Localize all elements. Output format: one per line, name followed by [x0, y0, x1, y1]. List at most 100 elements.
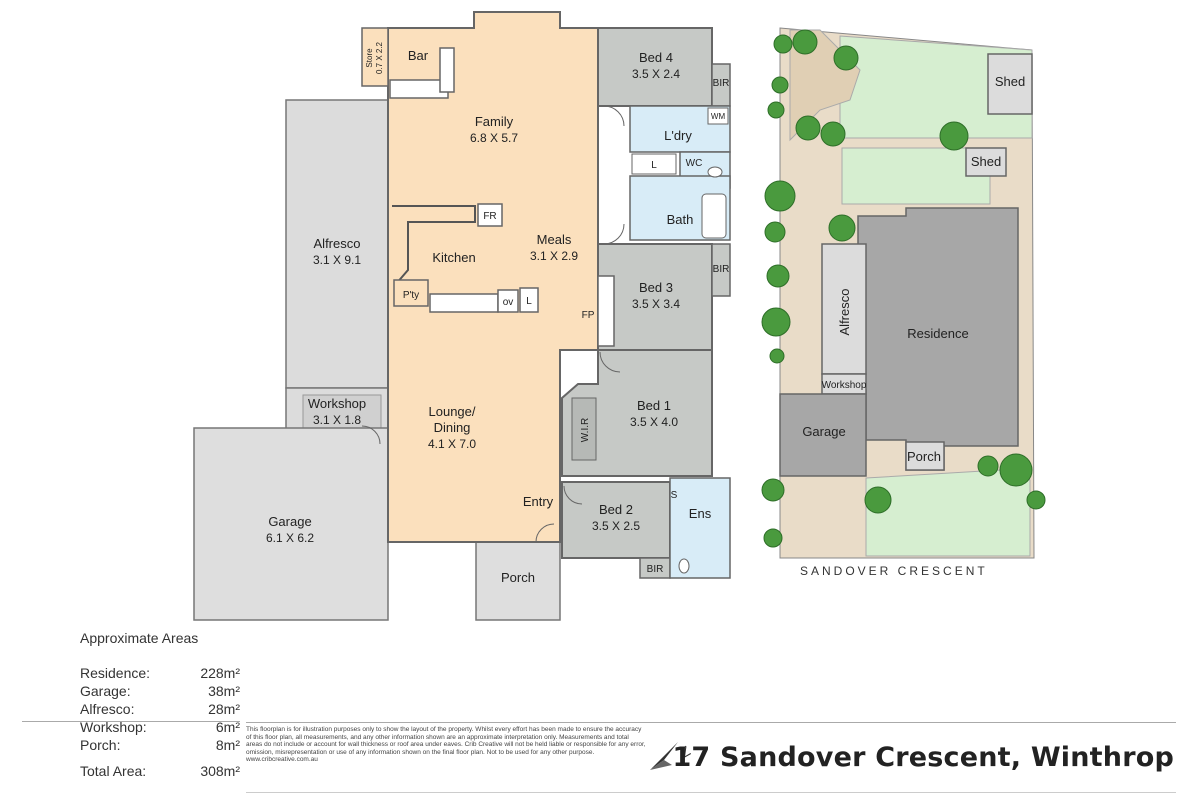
- oven-label: ov: [503, 297, 514, 308]
- site-lawn-back: [839, 35, 1033, 139]
- oven-box: [497, 289, 519, 313]
- site-workshop-label: Workshop: [822, 380, 867, 391]
- approximate-areas: Approximate Areas Residence:228m² Garage…: [80, 630, 240, 780]
- bar-side: [439, 47, 455, 93]
- bir3-label: BIR: [713, 264, 730, 275]
- bed1-label: Bed 1: [637, 398, 671, 413]
- bir3-area: [711, 243, 731, 297]
- garage-label: Garage: [268, 514, 311, 529]
- divider: [246, 722, 1176, 723]
- site-alfresco: [821, 243, 867, 375]
- store-label: Store: [365, 48, 374, 68]
- alfresco-label: Alfresco: [314, 236, 361, 251]
- areas-title: Approximate Areas: [80, 630, 199, 646]
- bath-label: Bath: [667, 212, 694, 227]
- fridge-label: FR: [483, 211, 496, 222]
- store-area: [361, 27, 389, 87]
- site-residence-label: Residence: [907, 326, 968, 341]
- alfresco-dim: 3.1 X 9.1: [313, 253, 361, 267]
- disclaimer-body: This floorplan is for illustration purpo…: [246, 726, 646, 756]
- laundry-l-label: L: [651, 160, 657, 171]
- area-row: Alfresco:28m²: [80, 701, 240, 717]
- toilet-2: [678, 558, 690, 574]
- door-swing: [361, 425, 381, 445]
- fireplace-label: FP: [582, 310, 595, 321]
- workshop-label: Workshop: [308, 396, 366, 411]
- door-swing: [603, 223, 625, 245]
- disclaimer-text: This floorplan is for illustration purpo…: [246, 726, 646, 764]
- site-shed-2: [965, 147, 1007, 177]
- garage-dim: 6.1 X 6.2: [266, 531, 314, 545]
- area-row: Workshop:6m²: [80, 719, 240, 735]
- site-shed1-label: Shed: [995, 74, 1025, 89]
- property-address: 17 Sandover Crescent, Winthrop: [672, 742, 1174, 773]
- kitchen-label: Kitchen: [432, 250, 475, 265]
- wm-box: [707, 107, 729, 125]
- wir-area: [571, 397, 597, 461]
- shower-label: S: [671, 490, 678, 501]
- bathtub: [701, 193, 727, 239]
- meals-label: Meals: [537, 232, 572, 247]
- bed4-dim: 3.5 X 2.4: [632, 67, 680, 81]
- family-label: Family: [475, 114, 514, 129]
- site-porch-label: Porch: [907, 449, 941, 464]
- area-row: Garage:38m²: [80, 683, 240, 699]
- meals-dim: 3.1 X 2.9: [530, 249, 578, 263]
- family-dim: 6.8 X 5.7: [470, 131, 518, 145]
- bed3-label: Bed 3: [639, 280, 673, 295]
- pantry-box: [393, 279, 429, 307]
- bir4-label: BIR: [713, 78, 730, 89]
- site-garage: [779, 393, 867, 477]
- bed3-area: [597, 243, 713, 351]
- dining-label: Dining: [434, 420, 471, 435]
- laundry-label: L'dry: [664, 128, 692, 143]
- bir2-label: BIR: [647, 564, 664, 575]
- area-row: Porch:8m²: [80, 737, 240, 753]
- porch-label: Porch: [501, 570, 535, 585]
- fridge-box: [477, 203, 503, 227]
- site-porch: [905, 441, 945, 471]
- door-swing: [535, 523, 555, 543]
- site-trees: [761, 29, 1046, 548]
- bed1-dim: 3.5 X 4.0: [630, 415, 678, 429]
- site-shed-1: [987, 53, 1033, 115]
- door-swing: [599, 351, 621, 373]
- porch-area: [475, 541, 561, 621]
- wc-label: WC: [686, 158, 703, 169]
- toilet-1: [707, 166, 723, 178]
- bed4-area: [597, 27, 713, 107]
- bed2-area: [561, 481, 671, 559]
- kitchen-bench: [392, 205, 476, 285]
- bed3-dim: 3.5 X 3.4: [632, 297, 680, 311]
- fireplace: [597, 275, 615, 347]
- area-row: Residence:228m²: [80, 665, 240, 681]
- wir-label: W.I.R: [580, 418, 591, 442]
- divider: [246, 792, 1176, 793]
- website-link[interactable]: www.cribcreative.com.au: [246, 756, 318, 764]
- garage-area: [193, 427, 389, 621]
- area-total-row: Total Area:308m²: [80, 763, 240, 779]
- bed1-area: [561, 349, 713, 477]
- divider: [22, 721, 240, 722]
- entry-label: Entry: [523, 494, 554, 509]
- bed2-label: Bed 2: [599, 502, 633, 517]
- site-lawn-front: [865, 469, 1031, 557]
- lounge-label: Lounge/: [429, 404, 476, 419]
- bed4-label: Bed 4: [639, 50, 673, 65]
- alfresco-area: [285, 99, 389, 389]
- bed2-dim: 3.5 X 2.5: [592, 519, 640, 533]
- ensuite-label: Ens: [689, 506, 712, 521]
- site-shed2-label: Shed: [971, 154, 1001, 169]
- door-swing: [603, 105, 625, 127]
- laundry-l2-label: L: [526, 296, 532, 307]
- bar-label: Bar: [408, 48, 429, 63]
- kitchen-bench-lower: [429, 293, 499, 313]
- lounge-dim: 4.1 X 7.0: [428, 437, 476, 451]
- store-dim: 0.7 X 2.2: [375, 41, 384, 74]
- laundry-l1-box: [631, 153, 677, 175]
- wm-label: WM: [711, 112, 726, 121]
- door-swing: [563, 485, 583, 505]
- site-garage-label: Garage: [802, 424, 845, 439]
- pantry-label: P'ty: [403, 290, 419, 301]
